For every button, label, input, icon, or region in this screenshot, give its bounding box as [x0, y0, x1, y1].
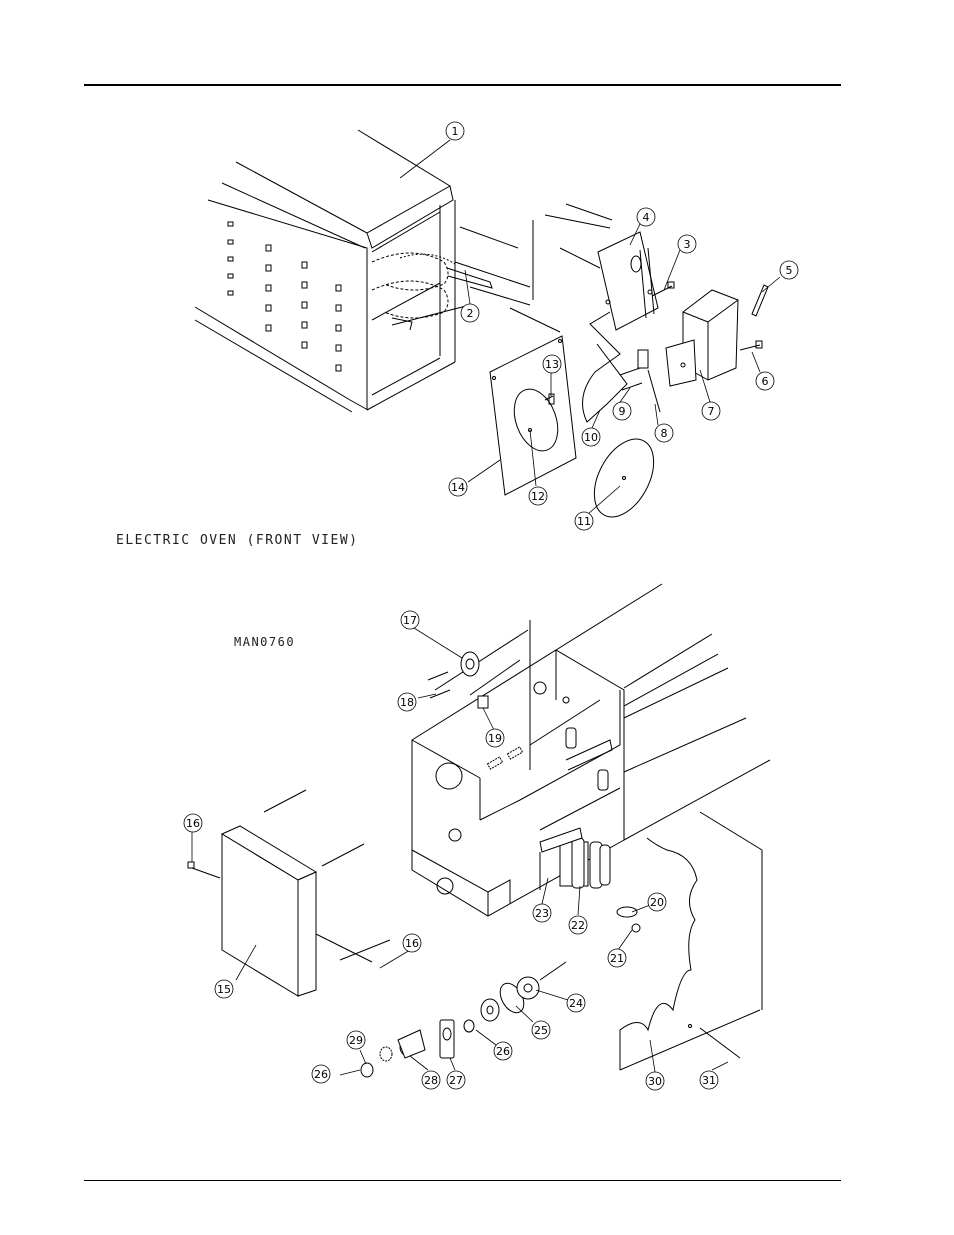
- callout-label-26a: 26: [496, 1045, 510, 1058]
- louver-slots: [228, 222, 341, 371]
- callout-label-2: 2: [467, 307, 474, 320]
- callout-label-21: 21: [610, 952, 624, 965]
- callout-label-24: 24: [569, 997, 583, 1010]
- callout-label-1: 1: [452, 125, 459, 138]
- rear-panel: [620, 812, 762, 1070]
- callout-label-4: 4: [643, 211, 650, 224]
- callout-label-14: 14: [451, 481, 465, 494]
- callout-label-19: 19: [488, 732, 502, 745]
- mounting-tab: [478, 696, 488, 708]
- mounting-bracket: [598, 232, 658, 330]
- callout-label-20: 20: [650, 896, 664, 909]
- callout-label-13: 13: [545, 358, 559, 371]
- callout-label-7: 7: [708, 405, 715, 418]
- control-cover: [188, 790, 390, 996]
- callout-label-31: 31: [702, 1074, 716, 1087]
- callout-label-26b: 26: [314, 1068, 328, 1081]
- callout-label-22: 22: [571, 919, 585, 932]
- callout-label-10: 10: [584, 431, 598, 444]
- callout-label-16b: 16: [405, 937, 419, 950]
- callout-label-12: 12: [531, 490, 545, 503]
- callout-label-17: 17: [403, 614, 417, 627]
- callout-label-8: 8: [661, 427, 668, 440]
- callout-label-23: 23: [535, 907, 549, 920]
- callout-label-29: 29: [349, 1034, 363, 1047]
- callout-label-30: 30: [648, 1075, 662, 1088]
- callout-label-3: 3: [684, 238, 691, 251]
- callout-label-11: 11: [577, 515, 591, 528]
- terminal-block: [638, 350, 660, 412]
- callout-label-15: 15: [217, 983, 231, 996]
- junction-box: [666, 290, 738, 386]
- back-panel: [490, 336, 576, 495]
- callout-label-25: 25: [534, 1024, 548, 1037]
- callout-label-5: 5: [786, 264, 793, 277]
- callout-label-6: 6: [762, 375, 769, 388]
- callout-label-18: 18: [400, 696, 414, 709]
- grommet: [428, 652, 479, 698]
- callout-label-16a: 16: [186, 817, 200, 830]
- callout-label-27: 27: [449, 1074, 463, 1087]
- callout-label-9: 9: [619, 405, 626, 418]
- callout-label-28: 28: [424, 1074, 438, 1087]
